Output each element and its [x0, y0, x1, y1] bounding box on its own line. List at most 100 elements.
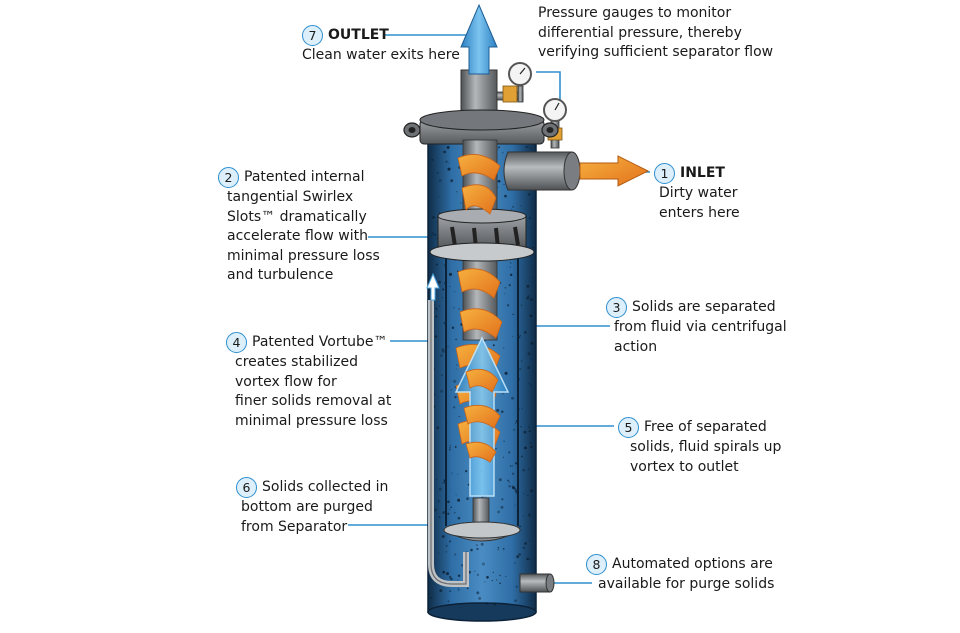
speckle	[454, 395, 457, 399]
speckle	[528, 468, 530, 471]
speckle	[432, 216, 435, 219]
speckle	[484, 340, 486, 342]
speckle	[502, 152, 504, 154]
speckle	[523, 330, 527, 334]
speckle	[449, 449, 451, 451]
collection-plate	[442, 497, 522, 542]
speckle	[442, 511, 446, 514]
speckle	[530, 341, 534, 345]
speckle	[521, 455, 523, 458]
speckle	[523, 493, 525, 495]
speckle	[485, 602, 488, 605]
speckle	[527, 145, 529, 148]
speckle	[500, 505, 504, 509]
speckle	[498, 179, 501, 183]
speckle	[438, 487, 442, 491]
speckle	[436, 479, 438, 481]
speckle	[437, 500, 440, 503]
speckle	[438, 552, 440, 554]
callout-text: minimal pressure loss	[227, 247, 380, 264]
speckle	[445, 544, 448, 547]
speckle	[510, 208, 513, 210]
speckle	[431, 258, 434, 260]
speckle	[512, 335, 514, 337]
speckle	[448, 540, 452, 543]
speckle	[470, 548, 473, 552]
speckle	[448, 272, 453, 276]
speckle	[519, 525, 521, 528]
callout-text: Patented Vortube™	[252, 334, 388, 350]
speckle	[502, 347, 505, 349]
speckle	[447, 345, 449, 348]
callout-text: finer solids removal at	[235, 393, 392, 409]
callout-text: and turbulence	[227, 267, 334, 283]
speckle	[504, 371, 508, 375]
callout-text: tangential Swirlex	[227, 189, 354, 205]
speckle	[439, 305, 441, 307]
speckle	[503, 440, 505, 443]
speckle	[530, 445, 533, 449]
speckle	[455, 493, 457, 496]
speckle	[448, 575, 452, 579]
speckle	[457, 498, 461, 502]
speckle	[447, 162, 449, 164]
speckle	[520, 205, 522, 207]
speckle	[461, 564, 464, 567]
speckle	[492, 571, 494, 574]
swirlex-slots	[429, 208, 535, 262]
speckle	[508, 484, 511, 488]
speckle	[447, 600, 450, 603]
speckle	[456, 191, 458, 193]
speckle	[445, 551, 447, 553]
callout-text: available for purge solids	[598, 576, 775, 592]
speckle	[478, 596, 482, 600]
top-cap	[403, 109, 559, 145]
speckle	[530, 358, 532, 360]
speckle	[529, 558, 531, 560]
speckle	[440, 374, 443, 377]
speckle	[514, 488, 517, 491]
speckle	[511, 396, 515, 400]
callout-text: from Separator	[241, 518, 348, 535]
speckle	[501, 498, 504, 501]
speckle	[431, 232, 434, 235]
speckle	[528, 426, 530, 429]
speckle	[522, 468, 525, 472]
speckle	[454, 512, 456, 514]
speckle	[449, 590, 451, 592]
callout-text: Solids collected in	[262, 479, 389, 495]
speckle	[439, 589, 443, 593]
speckle	[518, 336, 521, 339]
drain-outlet	[519, 573, 555, 593]
speckle	[466, 497, 469, 501]
speckle	[457, 588, 460, 591]
speckle	[436, 309, 439, 312]
speckle	[527, 366, 531, 370]
speckle	[438, 211, 440, 214]
speckle	[527, 352, 531, 356]
speckle	[460, 202, 462, 204]
speckle	[457, 473, 459, 475]
speckle	[531, 246, 534, 249]
speckle	[502, 393, 504, 395]
speckle	[524, 542, 527, 545]
speckle	[431, 235, 433, 237]
speckle	[504, 194, 507, 198]
speckle	[514, 489, 518, 493]
speckle	[519, 367, 522, 371]
speckle	[484, 581, 486, 583]
speckle	[504, 286, 507, 289]
swirl-flow-front	[463, 368, 501, 463]
callout-text: Dirty water	[659, 185, 738, 201]
speckle	[446, 145, 450, 149]
speckle	[510, 262, 512, 264]
speckle	[516, 555, 520, 559]
speckle	[527, 513, 532, 517]
speckle	[512, 313, 514, 316]
speckle	[514, 599, 517, 603]
speckle	[450, 388, 453, 391]
speckle	[529, 599, 532, 602]
speckle	[504, 293, 506, 295]
